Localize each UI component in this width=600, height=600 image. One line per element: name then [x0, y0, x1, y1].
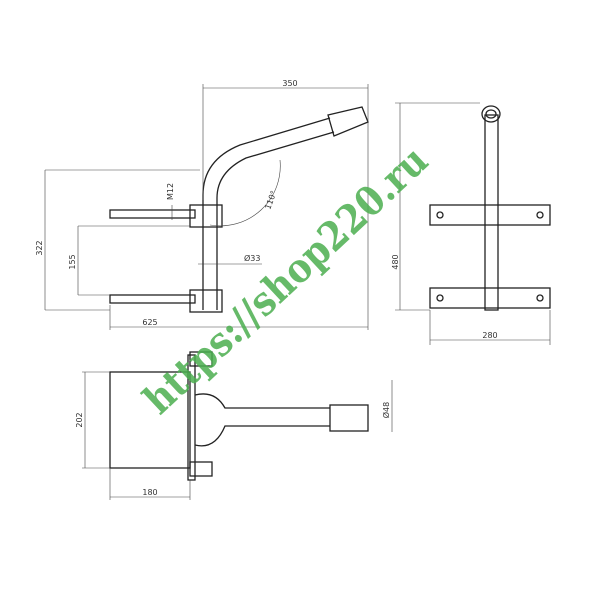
front-view-dimensions: 480 280 — [391, 102, 551, 345]
top-view — [109, 351, 369, 481]
side-view-dimensions: 350 322 155 M12 110° Ø33 625 — [35, 79, 369, 330]
top-view-dimensions: 202 180 Ø48 — [75, 371, 393, 500]
dim-350: 350 — [282, 79, 297, 88]
dim-625: 625 — [142, 318, 157, 327]
dim-180: 180 — [142, 488, 157, 497]
dim-m12: M12 — [166, 183, 175, 200]
dim-322: 322 — [35, 240, 44, 255]
dim-480: 480 — [391, 254, 400, 269]
dim-angle: 110° — [263, 189, 278, 210]
dim-280: 280 — [482, 331, 497, 340]
dim-155: 155 — [68, 254, 77, 269]
dim-sleeve-diameter: Ø48 — [381, 402, 391, 418]
dim-pipe-diameter: Ø33 — [244, 253, 260, 263]
dim-202: 202 — [75, 412, 84, 427]
front-view — [429, 105, 551, 311]
